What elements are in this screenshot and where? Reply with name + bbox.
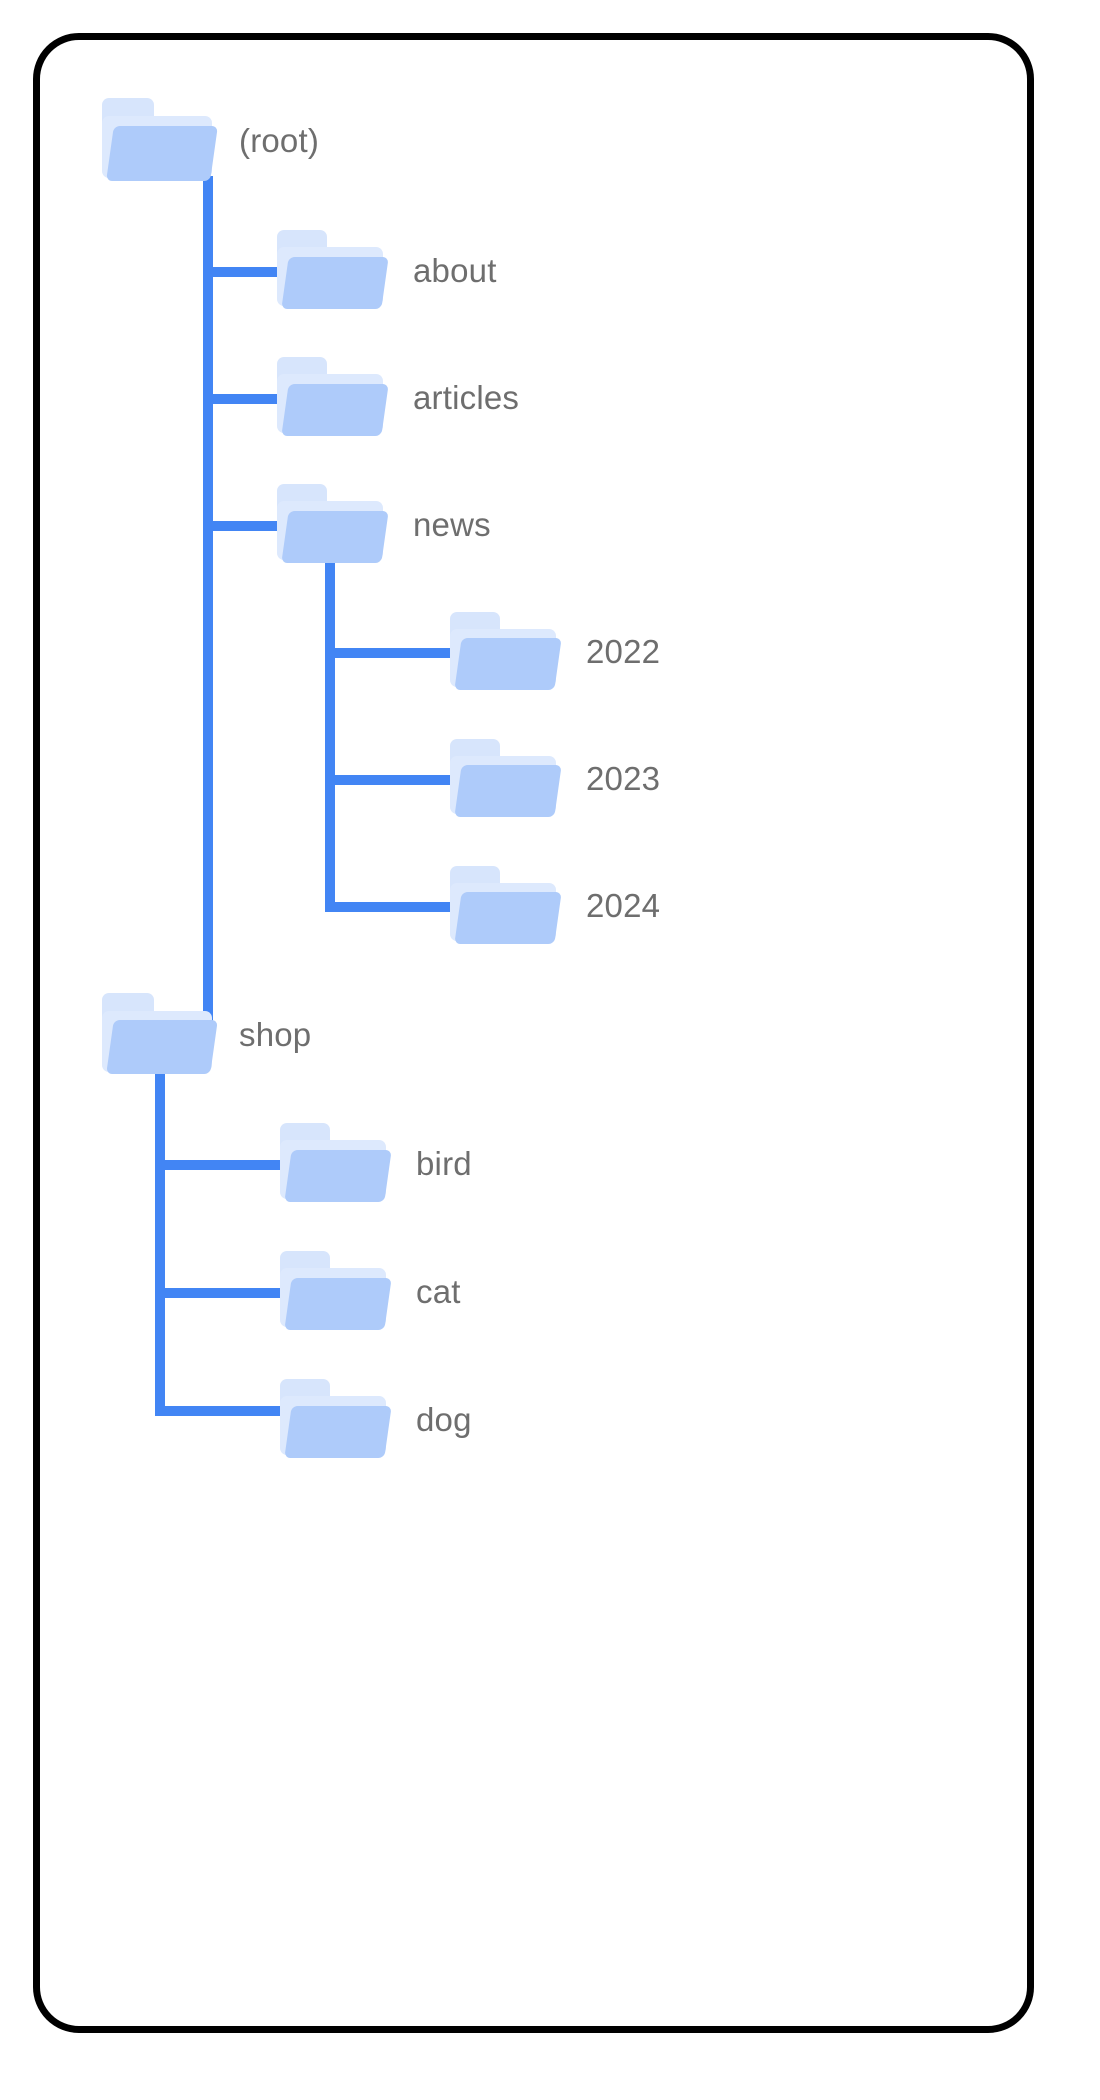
connector-line-about xyxy=(203,267,313,277)
tree-node-bird[interactable]: bird xyxy=(278,1121,472,1207)
tree-node-dog[interactable]: dog xyxy=(278,1377,472,1463)
tree-node-label: about xyxy=(413,252,497,289)
connector-line-dog xyxy=(155,1406,313,1416)
folder-icon xyxy=(100,991,220,1079)
tree-node-label: 2024 xyxy=(586,887,661,924)
tree-node-label: 2023 xyxy=(586,760,661,797)
folder-icon xyxy=(275,228,391,314)
tree-node-2024[interactable]: 2024 xyxy=(448,864,660,948)
tree-node-label: news xyxy=(413,506,491,543)
tree-node-shop[interactable]: shop xyxy=(100,991,311,1079)
tree-node-label: cat xyxy=(416,1273,461,1310)
tree-node-2023[interactable]: 2023 xyxy=(448,737,660,821)
trunk-line-news xyxy=(325,557,335,912)
folder-icon xyxy=(278,1377,394,1463)
trunk-line-shop xyxy=(155,1071,165,1416)
tree-node-label: articles xyxy=(413,379,520,416)
connector-line-2022 xyxy=(325,648,485,658)
tree-node-root[interactable]: (root) xyxy=(100,96,319,186)
folder-icon xyxy=(448,737,564,821)
tree-node-cat[interactable]: cat xyxy=(278,1249,461,1335)
tree-node-label: (root) xyxy=(239,122,320,159)
tree-node-label: dog xyxy=(416,1401,472,1438)
tree-node-label: 2022 xyxy=(586,633,661,670)
tree-node-about[interactable]: about xyxy=(275,228,497,314)
folder-icon xyxy=(448,864,564,948)
connector-line-2023 xyxy=(325,775,485,785)
folder-icon xyxy=(278,1121,394,1207)
folder-icon xyxy=(100,96,220,186)
connector-line-bird xyxy=(155,1160,313,1170)
trunk-line-root xyxy=(203,176,213,1031)
tree-node-label: bird xyxy=(416,1145,472,1182)
tree-node-label: shop xyxy=(239,1016,312,1053)
connector-line-articles xyxy=(203,394,313,404)
folder-icon xyxy=(275,355,391,441)
tree-node-2022[interactable]: 2022 xyxy=(448,610,660,694)
connector-line-2024 xyxy=(325,902,485,912)
folder-icon xyxy=(278,1249,394,1335)
folder-icon xyxy=(448,610,564,694)
tree-node-news[interactable]: news xyxy=(275,482,491,568)
folder-icon xyxy=(275,482,391,568)
connector-line-news xyxy=(203,521,313,531)
tree-node-articles[interactable]: articles xyxy=(275,355,519,441)
connector-line-cat xyxy=(155,1288,313,1298)
